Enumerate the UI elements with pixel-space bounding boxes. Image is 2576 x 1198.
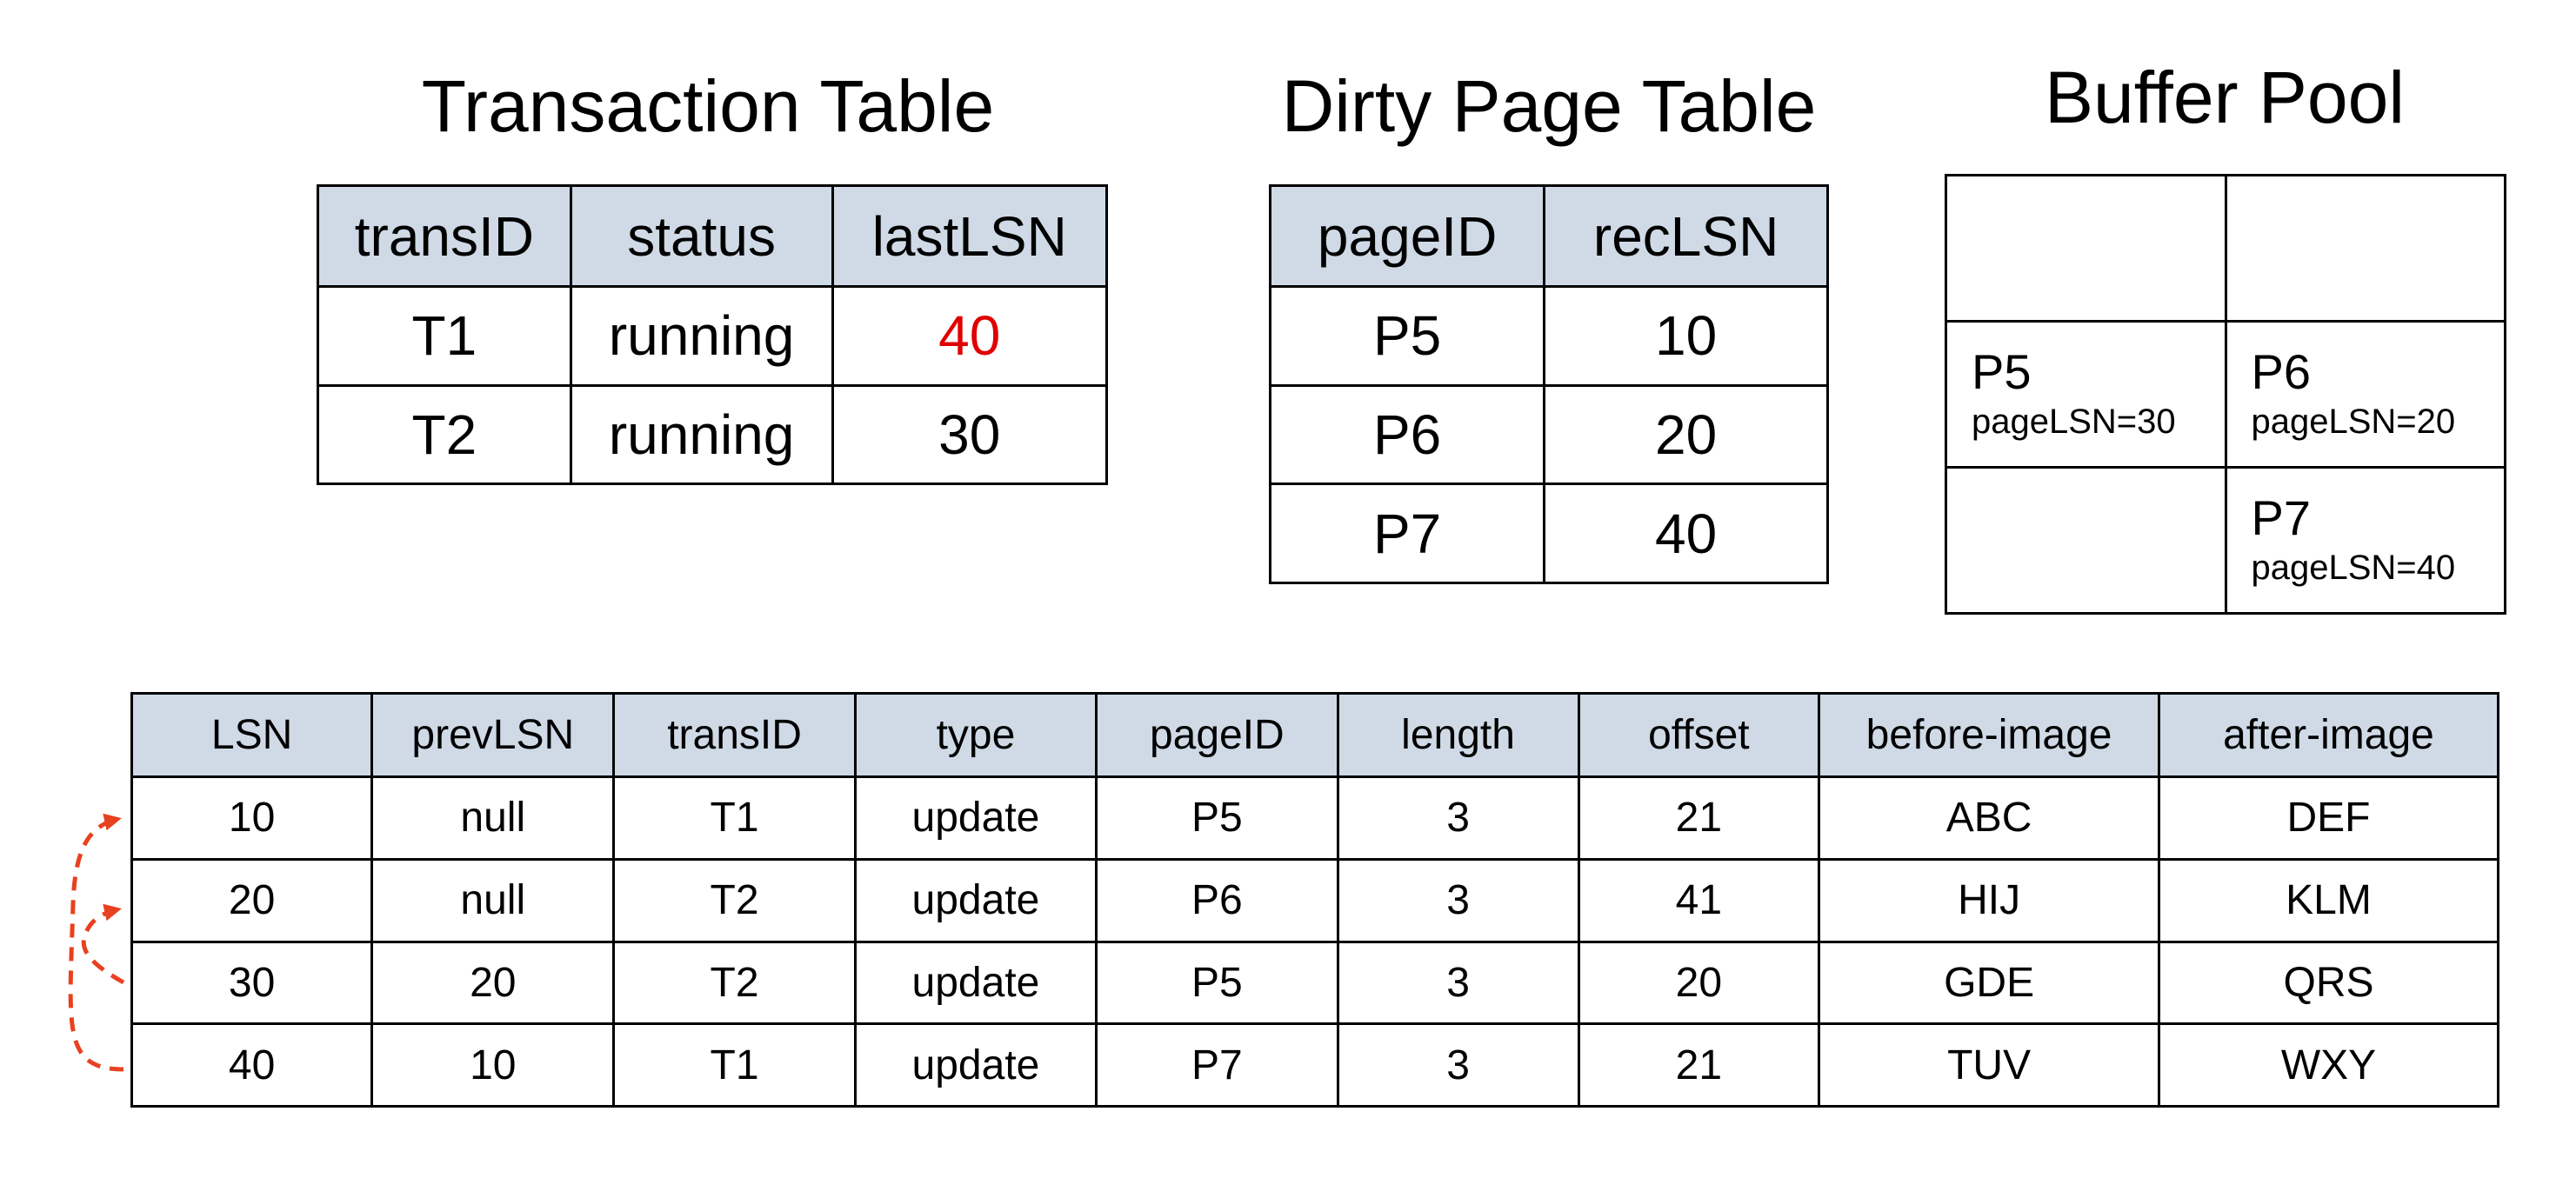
log-cell: 3 bbox=[1336, 940, 1580, 1026]
rec-lsn-cell: 10 bbox=[1543, 285, 1829, 387]
col-header: recLSN bbox=[1543, 184, 1829, 288]
log-record-row: 40 10 T1 update P7 3 21 TUV WXY bbox=[130, 1022, 2500, 1108]
buffer-pool-grid: P5 pageLSN=30 P6 pageLSN=20 P7 pageLSN=4… bbox=[1945, 174, 2506, 615]
log-record-row: 20 null T2 update P6 3 41 HIJ KLM bbox=[130, 857, 2500, 943]
log-records-table: LSN prevLSN transID type pageID length o… bbox=[130, 692, 2500, 1108]
log-cell: 20 bbox=[130, 857, 374, 943]
log-cell: T1 bbox=[612, 1022, 857, 1108]
log-cell: DEF bbox=[2157, 775, 2500, 861]
buffer-slot: P6 pageLSN=20 bbox=[2224, 320, 2506, 469]
arrow-30-to-20 bbox=[81, 903, 125, 985]
log-cell: T1 bbox=[612, 775, 857, 861]
status-cell: running bbox=[569, 285, 834, 387]
log-cell: 30 bbox=[130, 940, 374, 1026]
log-cell: KLM bbox=[2157, 857, 2500, 943]
col-header: prevLSN bbox=[370, 692, 616, 778]
table-row: P6 20 bbox=[1268, 383, 1829, 486]
log-cell: 3 bbox=[1336, 775, 1580, 861]
page-id-cell: P5 bbox=[1268, 285, 1546, 387]
log-cell: GDE bbox=[1818, 940, 2160, 1026]
buffer-slot-page-lsn: pageLSN=20 bbox=[2251, 402, 2456, 441]
col-header: offset bbox=[1577, 692, 1821, 778]
buffer-slot bbox=[1945, 174, 2227, 323]
col-header: after-image bbox=[2157, 692, 2500, 778]
log-cell: 10 bbox=[370, 1022, 616, 1108]
col-header: type bbox=[853, 692, 1098, 778]
col-header: pageID bbox=[1268, 184, 1546, 288]
table-row: P5 10 bbox=[1268, 285, 1829, 387]
log-cell: P5 bbox=[1095, 940, 1339, 1026]
buffer-slot-page-lsn: pageLSN=40 bbox=[2251, 548, 2456, 587]
log-cell: TUV bbox=[1818, 1022, 2160, 1108]
buffer-slot-page-lsn: pageLSN=30 bbox=[1972, 402, 2176, 441]
page-id-cell: P7 bbox=[1268, 483, 1546, 584]
table-row: P7 40 bbox=[1268, 483, 1829, 584]
log-cell: P7 bbox=[1095, 1022, 1339, 1108]
log-cell: QRS bbox=[2157, 940, 2500, 1026]
rec-lsn-cell: 20 bbox=[1543, 383, 1829, 486]
trans-id-cell: T2 bbox=[317, 383, 572, 485]
log-cell: 21 bbox=[1577, 775, 1821, 861]
log-cell: update bbox=[853, 1022, 1098, 1108]
page-id-cell: P6 bbox=[1268, 383, 1546, 486]
buffer-slot: P7 pageLSN=40 bbox=[2224, 466, 2506, 615]
last-lsn-cell: 30 bbox=[831, 383, 1108, 485]
log-cell: update bbox=[853, 940, 1098, 1026]
table-row: T1 running 40 bbox=[317, 285, 1108, 387]
buffer-slot-page: P7 bbox=[2251, 490, 2312, 545]
log-cell: 3 bbox=[1336, 857, 1580, 943]
buffer-slot-page: P5 bbox=[1972, 344, 2032, 399]
dirty-page-table-title: Dirty Page Table bbox=[1281, 65, 1817, 147]
log-cell: T2 bbox=[612, 857, 857, 943]
log-cell: 20 bbox=[370, 940, 616, 1026]
log-cell: update bbox=[853, 857, 1098, 943]
col-header: pageID bbox=[1095, 692, 1339, 778]
buffer-slot bbox=[2224, 174, 2506, 323]
log-cell: update bbox=[853, 775, 1098, 861]
log-cell: null bbox=[370, 775, 616, 861]
col-header: transID bbox=[317, 184, 572, 288]
log-cell: 21 bbox=[1577, 1022, 1821, 1108]
log-cell: 20 bbox=[1577, 940, 1821, 1026]
log-cell: WXY bbox=[2157, 1022, 2500, 1108]
log-cell: P5 bbox=[1095, 775, 1339, 861]
log-cell: 10 bbox=[130, 775, 374, 861]
buffer-slot-page: P6 bbox=[2251, 344, 2312, 399]
col-header: before-image bbox=[1818, 692, 2160, 778]
log-cell: ABC bbox=[1818, 775, 2160, 861]
col-header: LSN bbox=[130, 692, 374, 778]
transaction-table: transID status lastLSN T1 running 40 T2 … bbox=[317, 184, 1108, 485]
rec-lsn-cell: 40 bbox=[1543, 483, 1829, 584]
log-cell: 3 bbox=[1336, 1022, 1580, 1108]
buffer-slot: P5 pageLSN=30 bbox=[1945, 320, 2227, 469]
buffer-pool-title: Buffer Pool bbox=[2044, 57, 2406, 138]
col-header: length bbox=[1336, 692, 1580, 778]
trans-id-cell: T1 bbox=[317, 285, 572, 387]
col-header: status bbox=[569, 184, 834, 288]
arrow-40-to-10 bbox=[68, 813, 124, 1072]
log-cell: null bbox=[370, 857, 616, 943]
log-record-row: 30 20 T2 update P5 3 20 GDE QRS bbox=[130, 940, 2500, 1026]
log-cell: 41 bbox=[1577, 857, 1821, 943]
transaction-table-title: Transaction Table bbox=[421, 65, 995, 147]
log-cell: 40 bbox=[130, 1022, 374, 1108]
log-cell: T2 bbox=[612, 940, 857, 1026]
dirty-page-table: pageID recLSN P5 10 P6 20 P7 40 bbox=[1268, 184, 1829, 584]
log-record-row: 10 null T1 update P5 3 21 ABC DEF bbox=[130, 775, 2500, 861]
col-header: transID bbox=[612, 692, 857, 778]
log-cell: HIJ bbox=[1818, 857, 2160, 943]
buffer-slot bbox=[1945, 466, 2227, 615]
log-cell: P6 bbox=[1095, 857, 1339, 943]
table-row: T2 running 30 bbox=[317, 383, 1108, 485]
status-cell: running bbox=[569, 383, 834, 485]
col-header: lastLSN bbox=[831, 184, 1108, 288]
last-lsn-cell-highlighted: 40 bbox=[831, 285, 1108, 387]
